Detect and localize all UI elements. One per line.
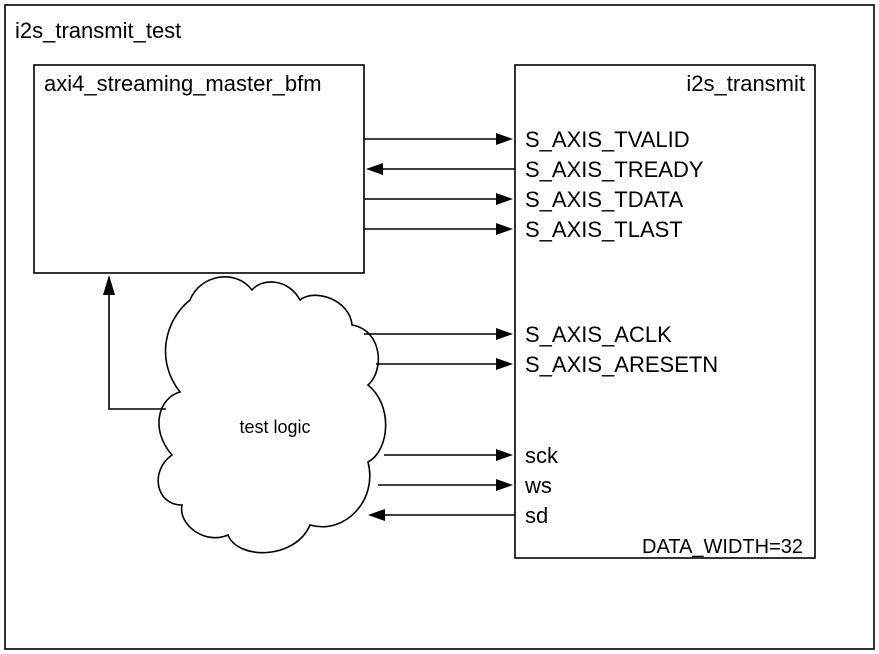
port-label-sd: sd	[525, 503, 548, 528]
test-logic-cloud	[157, 276, 387, 554]
port-label-aresetn: S_AXIS_ARESETN	[525, 352, 718, 377]
testbench-title: i2s_transmit_test	[15, 18, 181, 43]
port-label-tvalid: S_AXIS_TVALID	[525, 127, 690, 152]
arrowhead-sd	[368, 509, 385, 521]
dut-param: DATA_WIDTH=32	[642, 536, 803, 558]
arrowhead-control	[103, 275, 115, 295]
dut-block	[514, 64, 816, 559]
wire-control	[108, 295, 166, 410]
arrowhead-sck	[496, 449, 513, 461]
bfm-title: axi4_streaming_master_bfm	[44, 71, 322, 96]
port-label-tdata: S_AXIS_TDATA	[525, 187, 683, 212]
arrowhead-ws	[496, 479, 513, 491]
arrowhead-tdata	[496, 193, 513, 205]
arrowhead-aresetn	[496, 358, 513, 370]
bfm-block	[33, 64, 365, 274]
arrowhead-tlast	[496, 223, 513, 235]
port-label-aclk: S_AXIS_ACLK	[525, 322, 672, 347]
test-logic-label: test logic	[239, 417, 310, 437]
arrowhead-tready	[366, 163, 383, 175]
port-label-sck: sck	[525, 443, 559, 468]
arrowhead-tvalid	[496, 133, 513, 145]
arrowhead-aclk	[496, 328, 513, 340]
port-label-ws: ws	[524, 473, 552, 498]
dut-title: i2s_transmit	[686, 71, 805, 96]
port-label-tready: S_AXIS_TREADY	[525, 157, 704, 182]
port-label-tlast: S_AXIS_TLAST	[525, 217, 683, 242]
